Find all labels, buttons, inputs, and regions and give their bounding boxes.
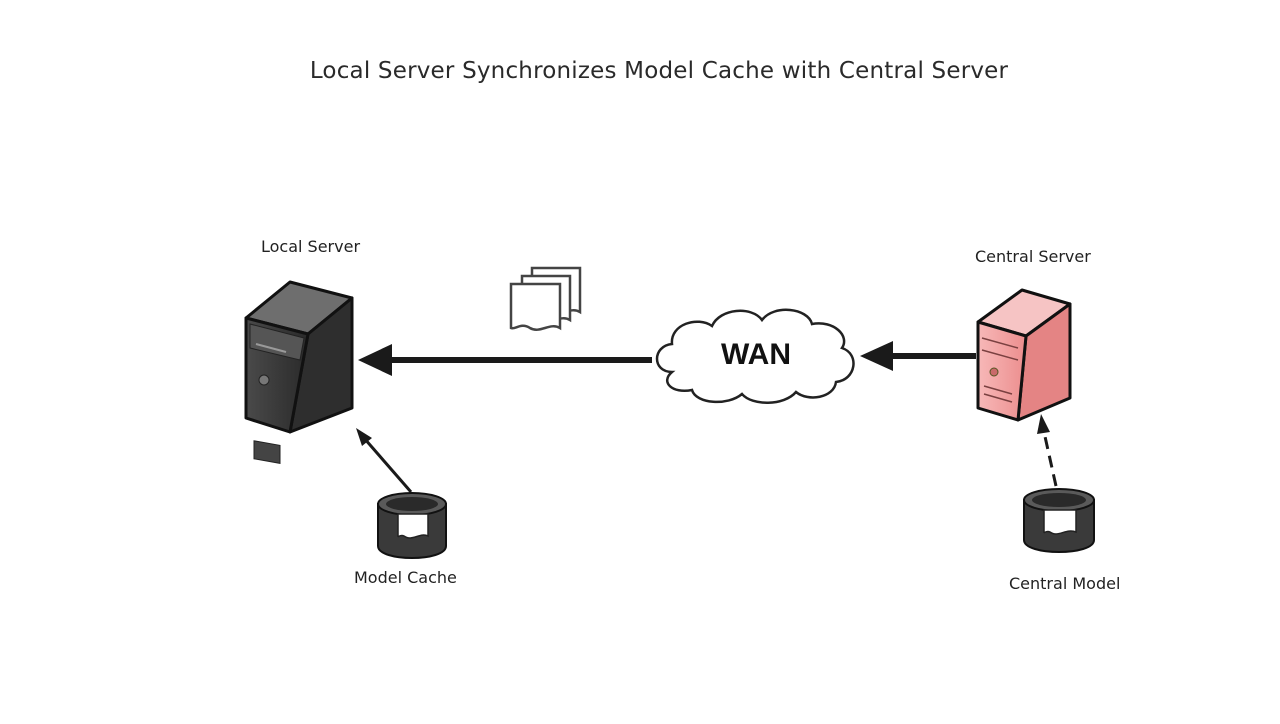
documents-stack-icon: [509, 266, 582, 331]
local-server-label: Local Server: [261, 237, 361, 256]
edge-central-server-to-wan: [860, 341, 976, 371]
central-server-icon: [976, 288, 1072, 422]
central-model-label: Central Model: [1009, 574, 1121, 593]
central-server-label: Central Server: [975, 247, 1091, 266]
central-model-database-icon: [1023, 488, 1095, 553]
model-cache-label: Model Cache: [354, 568, 457, 587]
edge-wan-to-local-server: [358, 344, 652, 376]
edge-central-model-to-central-server: [1037, 414, 1058, 487]
wan-label: WAN: [721, 338, 791, 371]
model-cache-database-icon: [377, 492, 447, 559]
edge-model-cache-to-local-server: [356, 428, 413, 493]
local-server-icon: [244, 280, 354, 464]
diagram-title: Local Server Synchronizes Model Cache wi…: [309, 58, 1009, 84]
wan-cloud-icon: WAN: [655, 308, 855, 404]
